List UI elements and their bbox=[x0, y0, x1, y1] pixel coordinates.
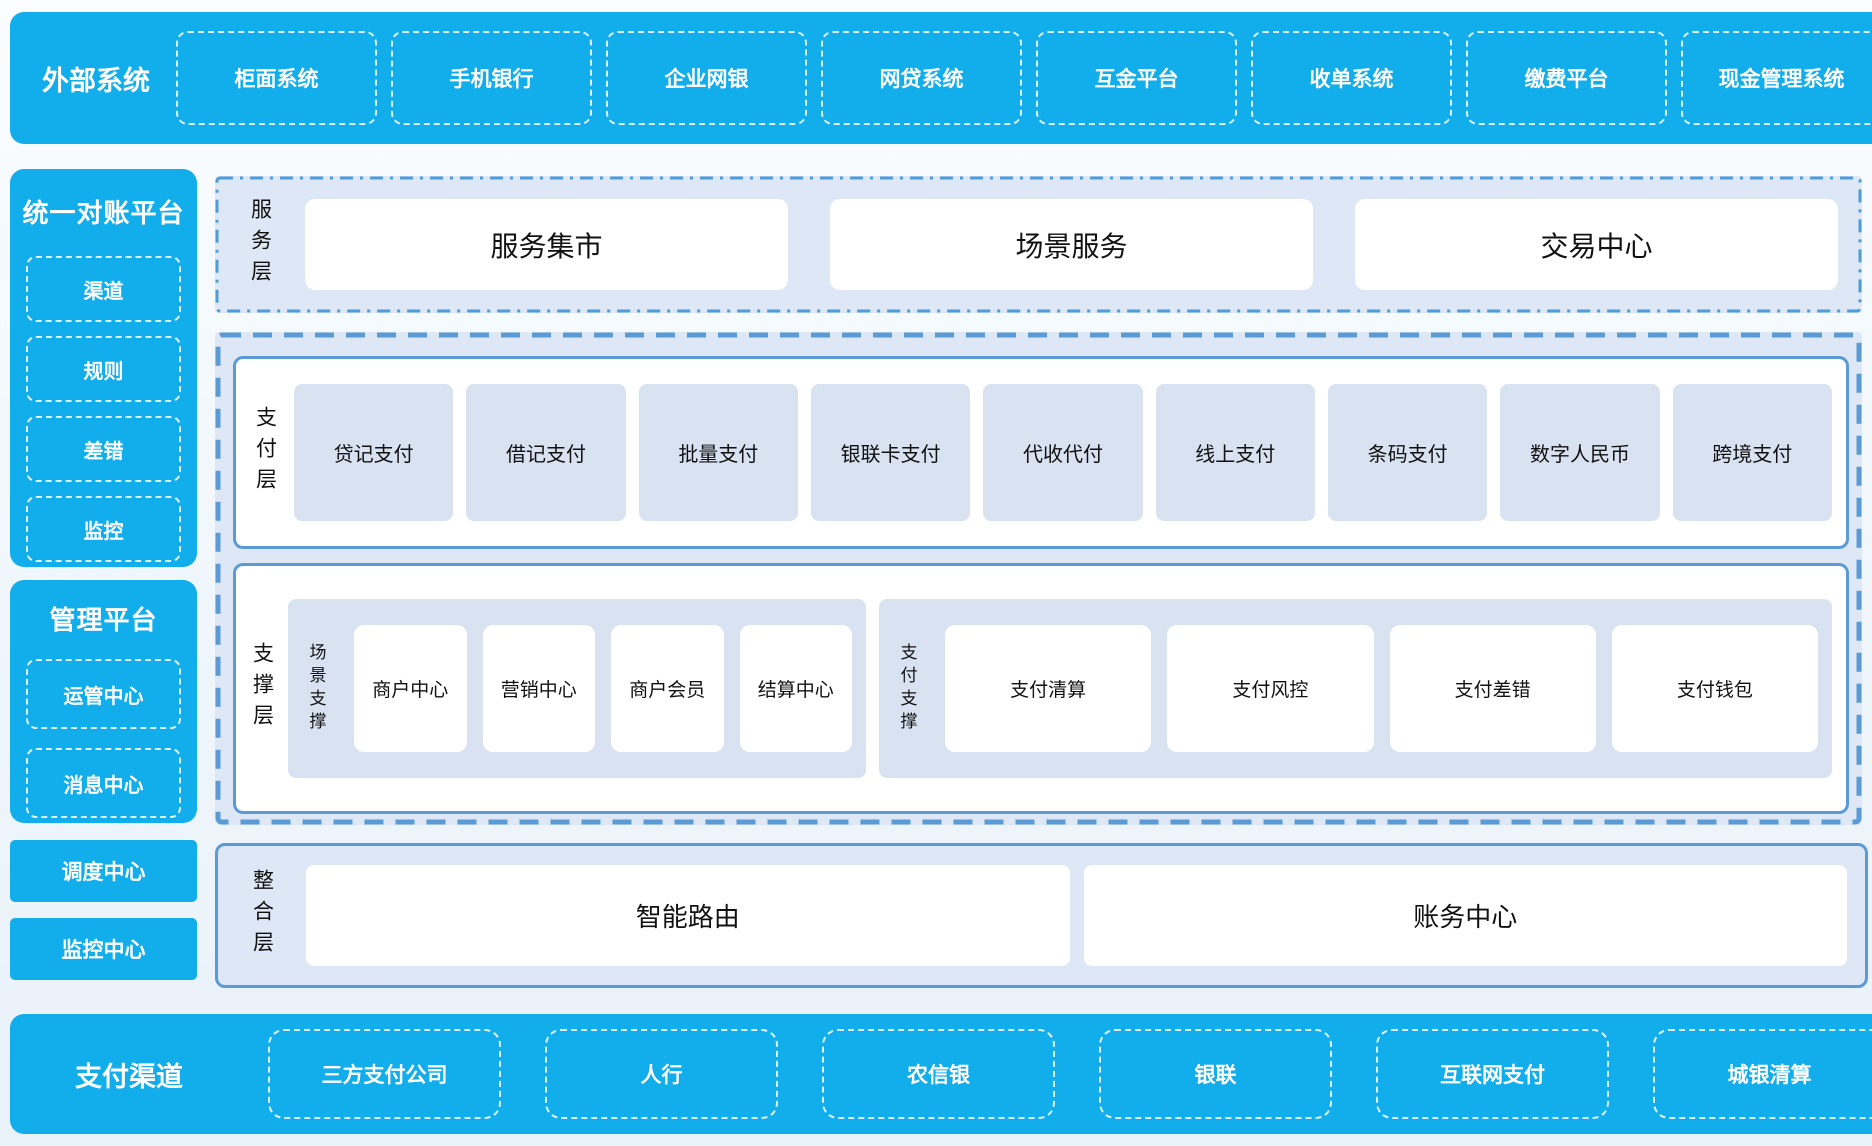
management-item: 运管中心 bbox=[26, 659, 181, 729]
scene-support-box: 结算中心 bbox=[739, 625, 852, 752]
reconciliation-platform-panel: 统一对账平台 渠道 规则 差错 监控 bbox=[10, 169, 197, 567]
payment-channels-bar: 支付渠道 三方支付公司 人行 农信银 银联 互联网支付 城银清算 bbox=[10, 1014, 1872, 1134]
monitor-center-box: 监控中心 bbox=[10, 918, 197, 980]
scene-support-group: 场景支撑 商户中心 营销中心 商户会员 结算中心 bbox=[288, 599, 866, 778]
service-layer-label: 服务层 bbox=[248, 198, 272, 291]
support-layer-groups: 场景支撑 商户中心 营销中心 商户会员 结算中心 支付支撑 支付清算 支付风控 … bbox=[288, 599, 1832, 778]
external-systems-bar: 外部系统 柜面系统 手机银行 企业网银 网贷系统 互金平台 收单系统 缴费平台 … bbox=[10, 12, 1872, 144]
core-layers-container: 支付层 贷记支付 借记支付 批量支付 银联卡支付 代收代付 线上支付 条码支付 … bbox=[215, 332, 1862, 825]
payment-channel-box: 人行 bbox=[545, 1029, 778, 1119]
scene-support-label-col: 场景支撑 bbox=[294, 599, 338, 778]
payment-support-box: 支付清算 bbox=[945, 625, 1152, 752]
external-system-box: 网贷系统 bbox=[821, 31, 1022, 125]
reconciliation-item: 监控 bbox=[26, 496, 181, 562]
reconciliation-items: 渠道 规则 差错 监控 bbox=[10, 256, 197, 562]
payment-layer-panel: 支付层 贷记支付 借记支付 批量支付 银联卡支付 代收代付 线上支付 条码支付 … bbox=[233, 356, 1849, 549]
service-box: 服务集市 bbox=[305, 199, 788, 290]
reconciliation-item: 规则 bbox=[26, 336, 181, 402]
payment-layer-boxes: 贷记支付 借记支付 批量支付 银联卡支付 代收代付 线上支付 条码支付 数字人民… bbox=[294, 384, 1832, 521]
payment-channel-box: 银联 bbox=[1099, 1029, 1332, 1119]
integration-box: 智能路由 bbox=[306, 865, 1070, 966]
payment-layer-label: 支付层 bbox=[253, 406, 277, 499]
scene-support-box: 商户中心 bbox=[354, 625, 467, 752]
external-systems-title: 外部系统 bbox=[42, 65, 150, 96]
reconciliation-item: 差错 bbox=[26, 416, 181, 482]
scene-support-box: 商户会员 bbox=[611, 625, 724, 752]
payment-channels-title: 支付渠道 bbox=[75, 1061, 183, 1092]
support-layer-label-col: 支撑层 bbox=[236, 566, 288, 811]
payment-channel-box: 三方支付公司 bbox=[268, 1029, 501, 1119]
payment-channel-box: 城银清算 bbox=[1653, 1029, 1872, 1119]
payment-channel-box: 互联网支付 bbox=[1376, 1029, 1609, 1119]
support-layer-panel: 支撑层 场景支撑 商户中心 营销中心 商户会员 结算中心 支付支撑 支付清算 bbox=[233, 563, 1849, 814]
service-layer-boxes: 服务集市 场景服务 交易中心 bbox=[305, 199, 1838, 290]
payment-support-box: 支付风控 bbox=[1167, 625, 1374, 752]
integration-layer-panel: 整合层 智能路由 账务中心 bbox=[215, 843, 1868, 988]
external-system-box: 互金平台 bbox=[1036, 31, 1237, 125]
service-layer-panel: 服务层 服务集市 场景服务 交易中心 bbox=[215, 176, 1862, 313]
service-layer-label-col: 服务层 bbox=[215, 176, 305, 313]
external-system-box: 柜面系统 bbox=[176, 31, 377, 125]
payment-support-label-col: 支付支撑 bbox=[885, 599, 929, 778]
external-system-box: 收单系统 bbox=[1251, 31, 1452, 125]
payment-box: 线上支付 bbox=[1155, 384, 1315, 521]
management-item: 消息中心 bbox=[26, 748, 181, 818]
support-layer-label: 支撑层 bbox=[250, 642, 274, 735]
service-layer-row: 服务层 服务集市 场景服务 交易中心 bbox=[215, 176, 1862, 313]
integration-layer-boxes: 智能路由 账务中心 bbox=[306, 865, 1847, 966]
payment-box: 借记支付 bbox=[466, 384, 626, 521]
external-system-box: 现金管理系统 bbox=[1681, 31, 1872, 125]
payment-box: 贷记支付 bbox=[294, 384, 454, 521]
payment-layer-label-col: 支付层 bbox=[236, 359, 294, 546]
scene-support-box: 营销中心 bbox=[482, 625, 595, 752]
management-platform-panel: 管理平台 运管中心 消息中心 bbox=[10, 580, 197, 823]
reconciliation-item: 渠道 bbox=[26, 256, 181, 322]
service-box: 场景服务 bbox=[830, 199, 1313, 290]
payment-box: 条码支付 bbox=[1327, 384, 1488, 521]
payment-box: 跨境支付 bbox=[1672, 384, 1832, 521]
external-system-box: 缴费平台 bbox=[1466, 31, 1667, 125]
management-items: 运管中心 消息中心 bbox=[10, 659, 197, 818]
payment-box: 数字人民币 bbox=[1500, 384, 1660, 521]
payment-channel-box: 农信银 bbox=[822, 1029, 1055, 1119]
service-box: 交易中心 bbox=[1355, 199, 1838, 290]
payment-support-group: 支付支撑 支付清算 支付风控 支付差错 支付钱包 bbox=[879, 599, 1832, 778]
dispatch-center-box: 调度中心 bbox=[10, 840, 197, 902]
payment-box: 批量支付 bbox=[638, 384, 798, 521]
payment-support-box: 支付钱包 bbox=[1611, 625, 1818, 752]
integration-layer-label-col: 整合层 bbox=[218, 846, 306, 985]
integration-layer-label: 整合层 bbox=[250, 869, 274, 962]
scene-support-label: 场景支撑 bbox=[306, 642, 326, 735]
payment-box: 银联卡支付 bbox=[810, 384, 971, 521]
external-system-box: 手机银行 bbox=[391, 31, 592, 125]
external-system-box: 企业网银 bbox=[606, 31, 807, 125]
payment-support-label: 支付支撑 bbox=[897, 642, 917, 735]
payment-support-box: 支付差错 bbox=[1389, 625, 1596, 752]
integration-box: 账务中心 bbox=[1083, 865, 1847, 966]
reconciliation-platform-title: 统一对账平台 bbox=[22, 198, 185, 228]
payment-box: 代收代付 bbox=[983, 384, 1143, 521]
management-platform-title: 管理平台 bbox=[49, 605, 158, 635]
